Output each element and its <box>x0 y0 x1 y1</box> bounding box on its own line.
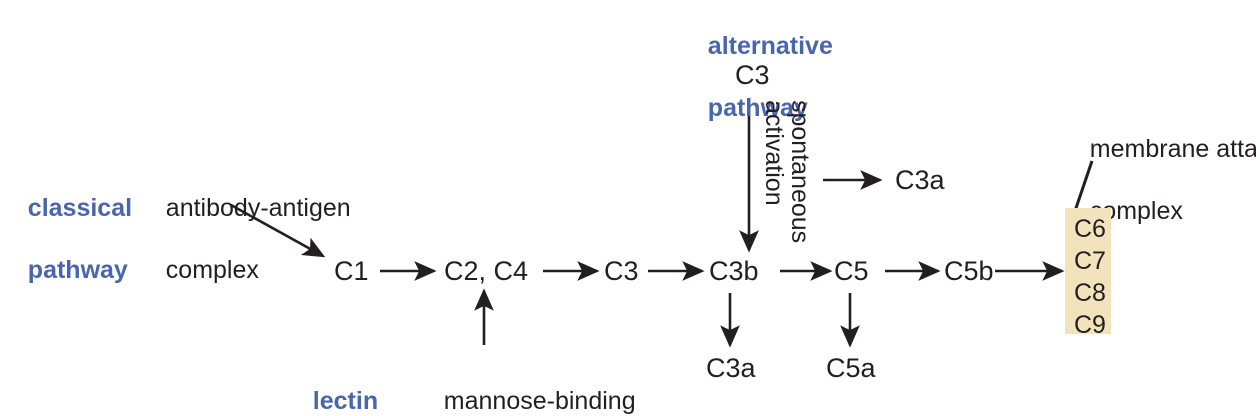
antibody-antigen-complex-line1: antibody-antigen <box>165 194 351 222</box>
membrane-attack-complex-box: C6 C7 C8 C9 <box>1065 208 1111 338</box>
lectin-pathway-label: lectin pathway <box>285 355 413 416</box>
classical-pathway-label: classical pathway <box>0 162 132 317</box>
node-c1: C1 <box>334 256 369 286</box>
membrane-attack-complex-label: membrane attack complex <box>1062 103 1256 258</box>
activation-label: activation <box>760 100 788 206</box>
node-c3b: C3b <box>709 256 759 286</box>
membrane-attack-complex-line1: membrane attack <box>1089 135 1256 163</box>
node-c2-c4: C2, C4 <box>444 256 529 286</box>
mannose-binding-lectin-line1: mannose-binding <box>443 387 636 415</box>
alternative-pathway-label: alternative pathway <box>680 0 833 155</box>
node-c3a-below: C3a <box>706 353 756 383</box>
node-c3: C3 <box>604 256 639 286</box>
mac-component-c6: C6 <box>1074 215 1106 243</box>
mac-component-c7: C7 <box>1074 247 1106 275</box>
alternative-pathway-label-line2: pathway <box>707 94 808 122</box>
node-c5a-below: C5a <box>826 353 876 383</box>
spontaneous-label: spontaneous <box>786 100 814 244</box>
antibody-antigen-complex-line2: complex <box>165 256 259 284</box>
node-c5b: C5b <box>944 256 994 286</box>
mannose-binding-lectin-label: mannose-binding lectin <box>416 355 636 416</box>
antibody-antigen-complex-label: antibody-antigen complex <box>138 162 351 317</box>
node-c3a-right: C3a <box>895 165 945 195</box>
classical-pathway-label-line1: classical <box>27 194 133 222</box>
mac-component-c9: C9 <box>1074 311 1106 339</box>
node-alternative-c3: C3 <box>735 60 770 90</box>
node-c5: C5 <box>834 256 869 286</box>
alternative-pathway-label-line1: alternative <box>707 32 833 60</box>
mac-component-c8: C8 <box>1074 279 1106 307</box>
classical-pathway-label-line2: pathway <box>27 256 128 284</box>
lectin-pathway-label-line1: lectin <box>312 387 379 415</box>
